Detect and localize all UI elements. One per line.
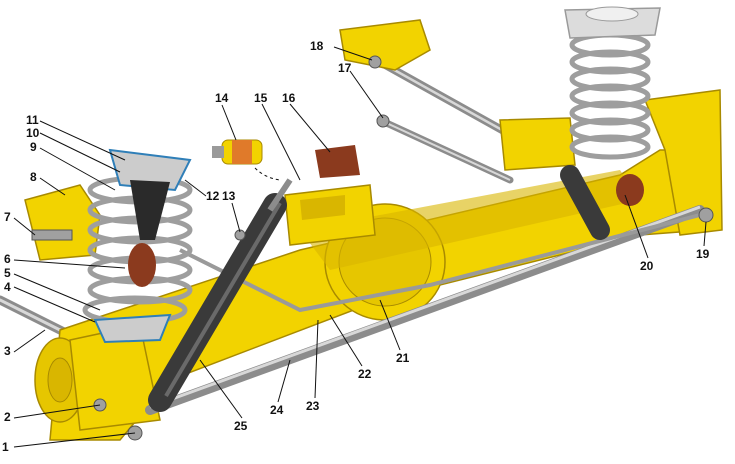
callout-3: 3: [4, 344, 11, 358]
callout-1: 1: [2, 440, 9, 454]
callout-7: 7: [4, 210, 11, 224]
callout-23: 23: [306, 399, 320, 413]
leader-15: [261, 103, 301, 181]
leader-16: [289, 103, 331, 153]
leader-18: [333, 46, 373, 61]
leader-19: [703, 221, 707, 247]
callout-19: 19: [696, 247, 710, 261]
callout-25: 25: [234, 419, 248, 433]
leader-13: [231, 202, 241, 233]
callout-2: 2: [4, 410, 11, 424]
leader-21: [379, 299, 401, 351]
callout-11: 11: [26, 113, 39, 127]
callout-16: 16: [282, 91, 296, 105]
leader-25: [199, 359, 243, 419]
left-shock-absorber: [148, 178, 293, 412]
callout-12: 12: [206, 189, 220, 203]
leader-2: [13, 404, 101, 419]
callout-8: 8: [30, 170, 37, 184]
callout-18: 18: [310, 39, 324, 53]
leader-17: [349, 70, 384, 119]
leader-3: [13, 329, 46, 353]
bolt-fasteners: [31, 55, 714, 441]
callout-15: 15: [254, 91, 268, 105]
callout-9: 9: [30, 140, 37, 154]
exploded-bushing: [212, 139, 263, 165]
callout-10: 10: [26, 126, 40, 140]
leader-7: [13, 217, 36, 236]
leader-24: [277, 359, 291, 403]
leader-23: [314, 319, 319, 399]
right-shock-absorber: [560, 165, 610, 240]
bushing-upper-bracket: [315, 145, 360, 178]
upper-rod-bracket-axle: [284, 184, 376, 246]
callout-5: 5: [4, 266, 11, 280]
leader-22: [329, 314, 363, 367]
leader-14: [221, 104, 237, 141]
leader-1: [13, 432, 136, 448]
callout-17: 17: [338, 61, 352, 75]
leader-11: [39, 120, 126, 161]
upper-rod-bracket-right: [499, 117, 576, 171]
leader-12: [184, 179, 207, 197]
leader-20: [624, 194, 649, 259]
left-spring-upper-cup: [93, 148, 192, 344]
body-bracket-top: [339, 19, 431, 71]
right-spring-upper-cup: [564, 6, 661, 206]
callout-14: 14: [215, 91, 229, 105]
callout-6: 6: [4, 252, 11, 266]
leader-4: [13, 286, 96, 323]
leader-6: [13, 259, 126, 269]
callout-22: 22: [358, 367, 372, 381]
callout-21: 21: [396, 351, 410, 365]
leader-9: [39, 147, 116, 191]
upper-longitudinal-rod-2: [376, 116, 514, 184]
leader-8: [39, 177, 66, 196]
callout-20: 20: [640, 259, 654, 273]
callout-24: 24: [270, 403, 284, 417]
callout-13: 13: [222, 189, 236, 203]
leader-10: [39, 132, 121, 173]
leader-5: [13, 273, 101, 311]
callout-4: 4: [4, 280, 11, 294]
